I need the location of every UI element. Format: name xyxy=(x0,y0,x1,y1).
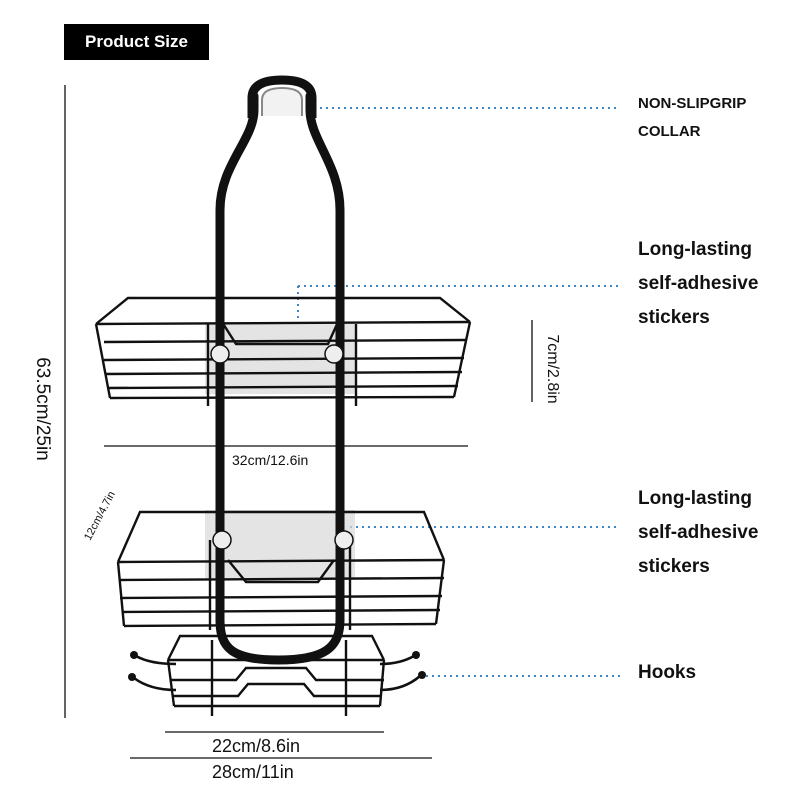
suction-cup-2 xyxy=(324,344,344,364)
suction-cups xyxy=(210,344,354,550)
bottom-basket-left-side xyxy=(116,561,126,627)
top-basket xyxy=(94,296,472,406)
stickers-bottom-label: Long-lasting self-adhesive stickers xyxy=(638,482,758,584)
bottom-basket-front-rim xyxy=(117,558,445,564)
tray-wire-1 xyxy=(170,666,384,682)
bottom-basket-wire-1 xyxy=(119,576,445,582)
suction-cup-3 xyxy=(212,530,232,550)
stickers-top-line-2: self-adhesive xyxy=(638,273,759,294)
basket-height-dimension-label: 7cm/2.8in xyxy=(544,334,561,404)
hook-left-upper xyxy=(135,654,177,666)
product-size-badge: Product Size xyxy=(64,24,209,60)
top-basket-wire-1 xyxy=(103,338,467,344)
hooks-label-text: Hooks xyxy=(638,662,697,683)
hook-tip-4 xyxy=(418,671,426,679)
collar-label: NON-SLIPGRIP COLLAR xyxy=(638,90,746,146)
height-dimension-label: 63.5cm/25in xyxy=(32,357,53,461)
top-basket-wire-4 xyxy=(107,384,459,390)
dimension-lines xyxy=(64,85,533,759)
hook-tip-1 xyxy=(130,651,138,659)
hook-right-upper xyxy=(379,654,415,666)
leader-lines xyxy=(297,107,620,677)
tray-right-side xyxy=(378,659,386,707)
bottom-basket-wire-2 xyxy=(119,594,443,600)
hook-tip-2 xyxy=(128,673,136,681)
top-basket-center-dip xyxy=(220,321,340,346)
bottom-basket xyxy=(116,510,446,630)
collar-label-line-1: NON-SLIPGRIP xyxy=(638,95,747,112)
tray-back-rim xyxy=(166,634,386,661)
top-basket-right-side xyxy=(452,321,472,398)
hook-left-lower xyxy=(133,676,177,692)
stickers-top-label: Long-lasting self-adhesive stickers xyxy=(638,233,758,335)
collar-grip xyxy=(261,86,303,116)
stickers-bottom-line-2: self-adhesive xyxy=(638,522,759,543)
bottom-basket-wire-3 xyxy=(121,608,441,614)
tray-wire-2 xyxy=(172,682,382,698)
suction-cup-1 xyxy=(210,344,230,364)
stickers-top-line-3: stickers xyxy=(638,307,710,328)
hook-tip-3 xyxy=(412,651,420,659)
hooks-label: Hooks xyxy=(638,656,696,690)
bottom-basket-back-rim xyxy=(116,510,446,563)
hooks xyxy=(133,654,421,692)
top-basket-wire-2 xyxy=(103,356,465,362)
top-width-dimension-label: 32cm/12.6in xyxy=(232,452,309,468)
top-basket-front-rim xyxy=(95,320,471,326)
top-basket-left-side xyxy=(94,323,112,399)
stickers-bottom-line-3: stickers xyxy=(638,556,710,577)
collar-hook xyxy=(247,75,317,118)
bottom-basket-bottom-wire xyxy=(123,622,437,628)
tray-left-side xyxy=(166,659,176,707)
suction-cup-4 xyxy=(334,530,354,550)
outer-width-dimension-label: 28cm/11in xyxy=(212,762,294,782)
hook-right-lower xyxy=(379,675,421,692)
hook-tips xyxy=(128,651,426,681)
non-slip-collar xyxy=(247,75,317,118)
stickers-bottom-line-1: Long-lasting xyxy=(638,488,752,509)
stickers-top-line-1: Long-lasting xyxy=(638,239,752,260)
top-basket-bottom-wire xyxy=(109,395,455,400)
bottom-basket-right-side xyxy=(434,559,446,625)
top-basket-back-rim xyxy=(95,296,471,325)
bottom-basket-center-dip xyxy=(227,559,335,584)
inner-width-dimension-label: 22cm/8.6in xyxy=(212,736,301,756)
collar-label-line-2: COLLAR xyxy=(638,123,701,140)
soap-tray xyxy=(166,634,386,716)
top-basket-wire-3 xyxy=(105,370,463,376)
